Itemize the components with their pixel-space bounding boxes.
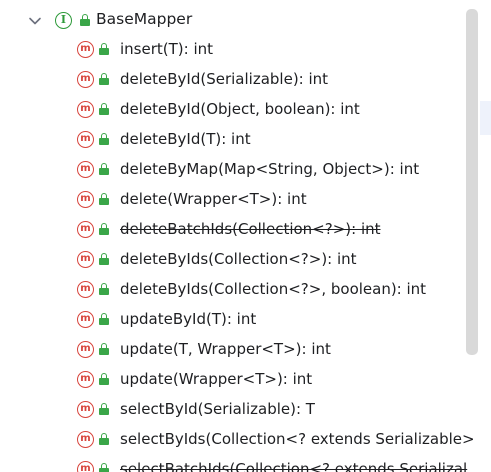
adjacent-panel-edge <box>480 101 491 135</box>
method-icon: m <box>77 281 94 298</box>
method-label: updateById(T): int <box>120 310 257 328</box>
tree-item-method[interactable]: m update(Wrapper<T>): int <box>0 365 491 395</box>
method-label: deleteBatchIds(Collection<?>): int <box>120 220 381 238</box>
tree-item-method[interactable]: m selectBatchIds(Collection<? extends Ser… <box>0 455 491 472</box>
lock-icon <box>99 133 109 145</box>
method-label: deleteById(Object, boolean): int <box>120 100 360 118</box>
method-label: delete(Wrapper<T>): int <box>120 190 307 208</box>
tree-item-method[interactable]: m selectById(Serializable): T <box>0 395 491 425</box>
tree-item-method[interactable]: m deleteById(Object, boolean): int <box>0 95 491 125</box>
method-label: update(T, Wrapper<T>): int <box>120 340 331 358</box>
tree-item-method[interactable]: m deleteByIds(Collection<?>, boolean): in… <box>0 275 491 305</box>
lock-icon <box>99 463 109 472</box>
lock-icon <box>99 103 109 115</box>
lock-icon <box>99 73 109 85</box>
method-icon: m <box>77 161 94 178</box>
method-icon: m <box>77 371 94 388</box>
tree-item-method[interactable]: m delete(Wrapper<T>): int <box>0 185 491 215</box>
lock-icon <box>99 433 109 445</box>
method-label: insert(T): int <box>120 40 214 58</box>
tree-item-method[interactable]: m selectByIds(Collection<? extends Serial… <box>0 425 491 455</box>
lock-icon <box>99 223 109 235</box>
method-label: deleteById(Serializable): int <box>120 70 329 88</box>
method-icon: m <box>77 311 94 328</box>
method-icon: m <box>77 101 94 118</box>
lock-icon <box>99 193 109 205</box>
tree-item-method[interactable]: m deleteById(T): int <box>0 125 491 155</box>
tree-item-method[interactable]: m deleteBatchIds(Collection<?>): int <box>0 215 491 245</box>
tree-item-method[interactable]: m deleteById(Serializable): int <box>0 65 491 95</box>
lock-icon <box>99 403 109 415</box>
lock-icon <box>99 43 109 55</box>
lock-icon <box>99 373 109 385</box>
method-icon: m <box>77 191 94 208</box>
vertical-scrollbar[interactable] <box>466 9 478 355</box>
method-label: update(Wrapper<T>): int <box>120 370 313 388</box>
tree-item-method[interactable]: m update(T, Wrapper<T>): int <box>0 335 491 365</box>
method-label: deleteById(T): int <box>120 130 251 148</box>
method-icon: m <box>77 221 94 238</box>
method-icon: m <box>77 41 94 58</box>
method-icon: m <box>77 431 94 448</box>
lock-icon <box>99 283 109 295</box>
method-icon: m <box>77 131 94 148</box>
method-icon: m <box>77 71 94 88</box>
lock-icon <box>80 14 90 26</box>
tree-root-label: BaseMapper <box>96 10 193 28</box>
tree-item-method[interactable]: m insert(T): int <box>0 35 491 65</box>
tree-root-row[interactable]: I BaseMapper <box>0 5 491 35</box>
lock-icon <box>99 253 109 265</box>
method-icon: m <box>77 461 94 472</box>
method-label: selectByIds(Collection<? extends Seriali… <box>120 430 475 448</box>
tree-item-method[interactable]: m deleteByMap(Map<String, Object>): int <box>0 155 491 185</box>
method-label: deleteByMap(Map<String, Object>): int <box>120 160 420 178</box>
method-icon: m <box>77 341 94 358</box>
method-icon: m <box>77 401 94 418</box>
lock-icon <box>99 163 109 175</box>
tree-item-method[interactable]: m updateById(T): int <box>0 305 491 335</box>
method-label: selectBatchIds(Collection<? extends Seri… <box>120 460 468 472</box>
method-label: deleteByIds(Collection<?>): int <box>120 250 357 268</box>
lock-icon <box>99 313 109 325</box>
method-icon: m <box>77 251 94 268</box>
method-label: deleteByIds(Collection<?>, boolean): int <box>120 280 427 298</box>
interface-icon: I <box>55 12 72 29</box>
chevron-down-icon[interactable] <box>28 14 42 28</box>
tree-item-method[interactable]: m deleteByIds(Collection<?>): int <box>0 245 491 275</box>
method-label: selectById(Serializable): T <box>120 400 315 418</box>
lock-icon <box>99 343 109 355</box>
method-list: m insert(T): int m deleteById(Serializable)… <box>0 35 491 472</box>
